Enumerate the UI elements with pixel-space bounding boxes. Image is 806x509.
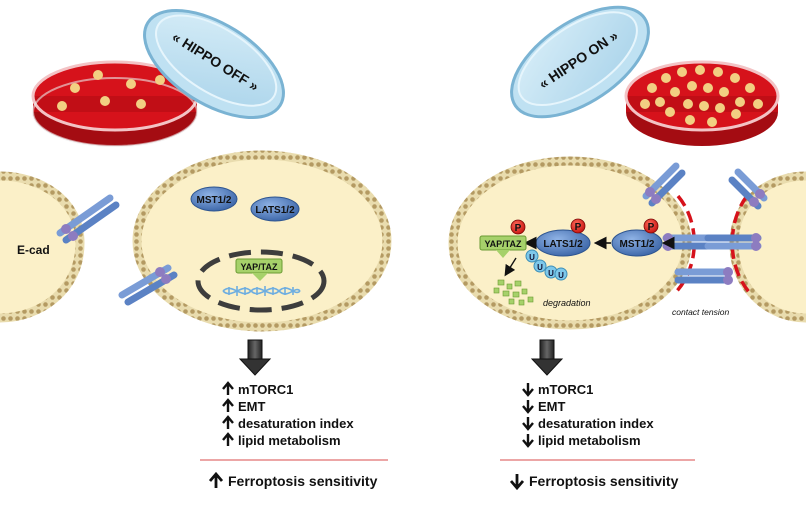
- mst-label-left: MST1/2: [196, 195, 231, 206]
- ubiquitin-chain: U U U U: [525, 249, 568, 281]
- svg-text:U: U: [548, 269, 554, 278]
- phospho-yap: [510, 219, 526, 235]
- svg-text:P: P: [515, 223, 522, 234]
- svg-text:P: P: [575, 222, 582, 233]
- phospho-mst: [643, 218, 659, 234]
- svg-text:mTORC1: mTORC1: [238, 382, 293, 397]
- petri-lid-left: « HIPPO OFF »: [143, 9, 285, 119]
- mst-protein-right: MST1/2 P: [611, 218, 663, 257]
- down-arrow-left: [238, 339, 272, 376]
- degradation-label: degradation: [543, 298, 591, 308]
- svg-text:lipid metabolism: lipid metabolism: [538, 433, 641, 448]
- dna-helix: [222, 286, 301, 296]
- degradation-fragments: [493, 279, 534, 306]
- svg-text:Ferroptosis sensitivity: Ferroptosis sensitivity: [529, 473, 679, 489]
- down-arrow-icon: [522, 383, 534, 397]
- final-outcome-right: Ferroptosis sensitivity: [509, 473, 679, 491]
- svg-text:EMT: EMT: [238, 399, 266, 414]
- phospho-lats: [570, 218, 586, 234]
- yap-taz-cytoplasmic: YAP/TAZ P: [479, 219, 527, 258]
- svg-text:U: U: [529, 253, 535, 262]
- neighbor-cell-left: [0, 171, 85, 323]
- svg-text:U: U: [558, 271, 564, 280]
- final-outcome-left: Ferroptosis sensitivity: [208, 471, 378, 489]
- lats-protein-right: LATS1/2 P: [535, 218, 591, 257]
- svg-text:desaturation index: desaturation index: [238, 416, 354, 431]
- down-arrow-icon: [522, 417, 534, 431]
- outcome-item: mTORC1: [222, 381, 293, 397]
- svg-text:Ferroptosis sensitivity: Ferroptosis sensitivity: [228, 473, 378, 489]
- receptor-top-right: [642, 162, 768, 210]
- lats-label-left: LATS1/2: [255, 205, 295, 216]
- nucleus: [195, 249, 327, 313]
- petri-lid-right: « HIPPO ON »: [510, 5, 650, 119]
- contact-tension-label: contact tension: [672, 307, 729, 317]
- arrow-to-degradation: [504, 257, 517, 277]
- cell-left: [132, 150, 392, 332]
- outcome-list-right: mTORC1 EMT desaturation index lipid meta…: [522, 382, 654, 448]
- outcome-item: EMT: [222, 398, 266, 414]
- dense-colonies: [640, 65, 763, 127]
- up-arrow-icon: [222, 432, 234, 446]
- outcome-item: lipid metabolism: [522, 433, 641, 448]
- outcome-item: mTORC1: [522, 382, 593, 397]
- outcome-list-left: mTORC1 EMT desaturation index lipid meta…: [222, 381, 354, 448]
- outcome-item: EMT: [522, 399, 566, 414]
- mst-protein-left: MST1/2: [190, 186, 238, 212]
- up-arrow-icon: [222, 398, 234, 412]
- yap-taz-label-right: YAP/TAZ: [484, 239, 522, 249]
- petri-dish-left: [31, 60, 199, 147]
- outcome-item: desaturation index: [522, 416, 654, 431]
- lats-label-right: LATS1/2: [543, 239, 583, 250]
- svg-text:P: P: [648, 222, 655, 233]
- petri-dish-right: [624, 60, 780, 146]
- mst-label-right: MST1/2: [619, 239, 654, 250]
- outcome-item: desaturation index: [222, 415, 354, 431]
- yap-taz-label-left: YAP/TAZ: [240, 262, 278, 272]
- e-cadherin-receptor: [56, 194, 120, 244]
- receptor-left-cell: [118, 264, 178, 306]
- outcome-item: lipid metabolism: [222, 432, 341, 448]
- down-arrow-icon: [522, 434, 534, 448]
- up-arrow-icon: [208, 471, 224, 488]
- cell-colony: [70, 83, 80, 93]
- e-cad-label: E-cad: [17, 243, 50, 257]
- down-arrow-icon: [522, 400, 534, 414]
- lats-protein-left: LATS1/2: [250, 196, 300, 222]
- svg-text:desaturation index: desaturation index: [538, 416, 654, 431]
- svg-text:lipid metabolism: lipid metabolism: [238, 433, 341, 448]
- junction-receptors: [662, 233, 762, 285]
- up-arrow-icon: [222, 415, 234, 429]
- yap-taz-nuclear: YAP/TAZ: [235, 258, 283, 281]
- svg-text:mTORC1: mTORC1: [538, 382, 593, 397]
- svg-text:U: U: [537, 263, 543, 272]
- down-arrow-icon: [509, 474, 525, 491]
- svg-text:EMT: EMT: [538, 399, 566, 414]
- down-arrow-right: [530, 339, 564, 376]
- up-arrow-icon: [222, 381, 234, 395]
